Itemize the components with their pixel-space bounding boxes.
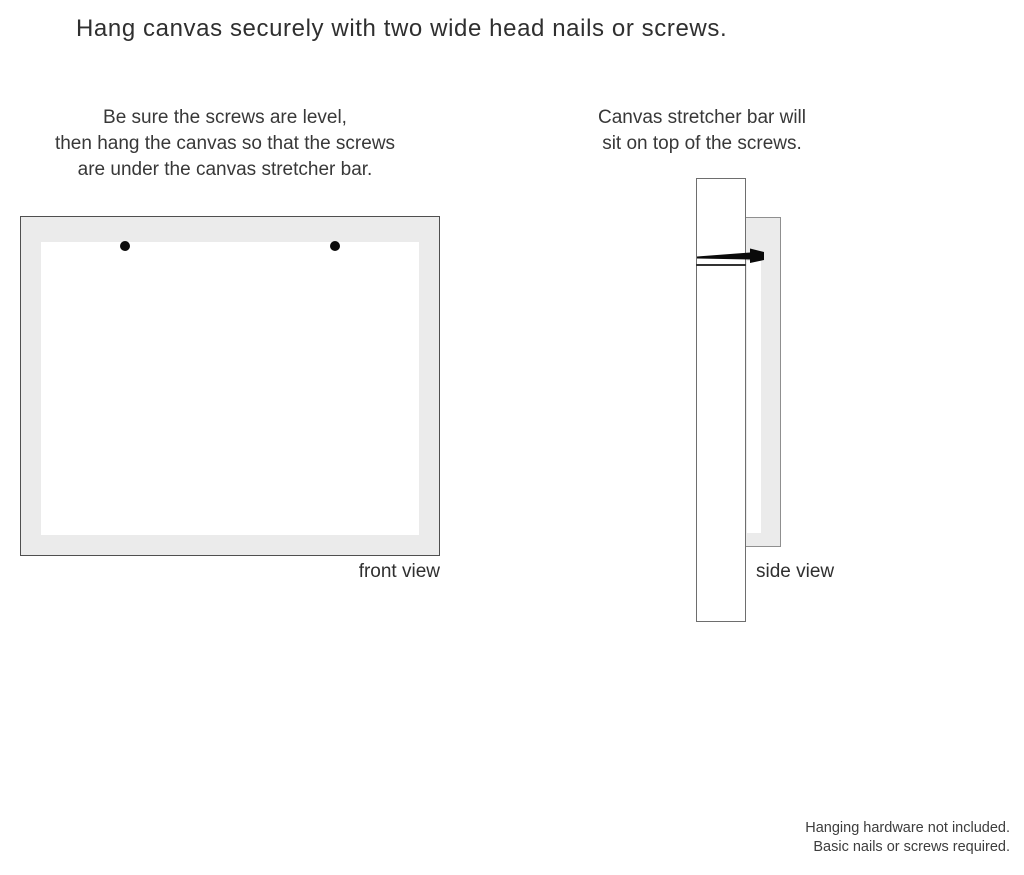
side-view-instruction-line-1: Canvas stretcher bar will [597,107,807,128]
page-title: Hang canvas securely with two wide head … [76,15,728,42]
front-view-instruction-line-3: are under the canvas stretcher bar. [77,159,373,180]
side-view-instruction-line-2: sit on top of the screws. [602,133,802,154]
screw-dot-left-icon [120,241,130,251]
nail-guide-line [696,264,746,266]
side-view-label: side view [756,561,835,582]
front-view-instruction-line-1: Be sure the screws are level, [103,107,347,128]
front-view-instruction-line-2: then hang the canvas so that the screws [54,133,396,154]
front-view-instruction: Be sure the screws are level, then hang … [15,105,435,183]
nail-icon [697,248,764,263]
side-view-stretcher-bar [747,261,761,533]
hardware-note-line-2: Basic nails or screws required. [813,839,1010,855]
hardware-note: Hanging hardware not included. Basic nai… [700,819,1010,857]
hardware-note-line-1: Hanging hardware not included. [805,820,1010,836]
side-view-instruction: Canvas stretcher bar will sit on top of … [552,105,852,157]
screw-dot-right-icon [330,241,340,251]
front-view-canvas-inner [41,242,419,535]
front-view-label: front view [358,561,440,582]
side-view-wall [696,178,746,622]
